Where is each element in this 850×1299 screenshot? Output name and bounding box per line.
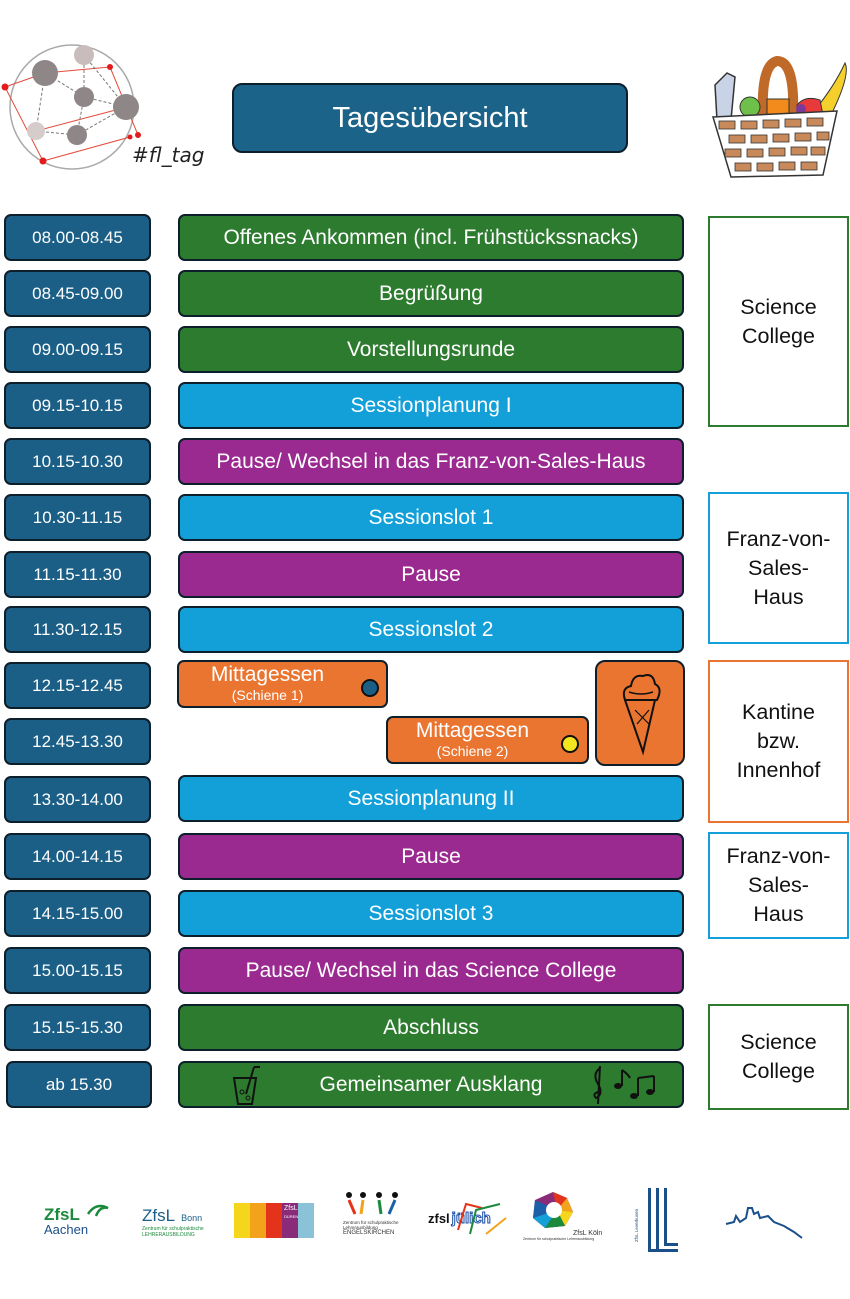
logo-leverkusen: ZfsL Leverkusen	[634, 1209, 639, 1242]
location-line: Kantine	[742, 700, 815, 724]
time-slot: 14.15-15.00	[4, 890, 151, 937]
logo-aachen: ZfsL Aachen	[44, 1206, 88, 1237]
time-slot: 09.00-09.15	[4, 326, 151, 373]
time-slot: 12.15-12.45	[4, 662, 151, 709]
location-line: Haus	[753, 902, 804, 926]
activity-break-change-2: Pause/ Wechsel in das Science College	[178, 947, 684, 994]
music-notes-icon	[593, 1065, 655, 1105]
activity-session-planning-2: Sessionplanung II	[178, 775, 684, 822]
location-line: Innenhof	[736, 758, 821, 782]
logo-name: ZfsL Köln	[573, 1230, 603, 1237]
activity-closing: Abschluss	[178, 1004, 684, 1051]
lunch-slot-2: Mittagessen (Schiene 2)	[386, 716, 589, 764]
time-slot: 13.30-14.00	[4, 776, 151, 823]
location-line: Haus	[753, 584, 804, 609]
time-slot: 14.00-14.15	[4, 833, 151, 880]
activity-introductions: Vorstellungsrunde	[178, 326, 684, 373]
logo-name: ZfsL	[284, 1205, 298, 1212]
location-franz-von-sales-haus-2: Franz-von- Sales- Haus	[708, 832, 849, 939]
location-line: Franz-von-	[726, 844, 831, 868]
logo-sub: Bonn	[181, 1213, 203, 1223]
logo-sub: DÜREN	[284, 1214, 299, 1219]
logo-engelskirchen: Zentrum für schulpraktische Lehrerausbil…	[343, 1220, 405, 1236]
time-slot: 15.00-15.15	[4, 947, 151, 994]
lunch-title: Mittagessen	[210, 663, 325, 686]
picnic-basket-icon	[712, 55, 847, 178]
lunch-slot-1: Mittagessen (Schiene 1)	[177, 660, 388, 708]
lunch-title: Mittagessen	[415, 719, 530, 742]
logo-sub: Aachen	[44, 1222, 89, 1237]
ice-cream-icon	[622, 674, 661, 756]
logo-name: ZfsL	[634, 1233, 639, 1242]
logo-tagline: Zentrum für schulpraktische LEHRERAUSBIL…	[142, 1226, 204, 1238]
logo-sub: ENGELSKIRCHEN	[343, 1230, 395, 1236]
ice-cream-box	[595, 660, 685, 766]
location-line: Science	[740, 1030, 817, 1054]
aachen-swoosh-icon	[86, 1204, 109, 1217]
logo-sub: Leverkusen	[634, 1208, 639, 1233]
time-slot: ab 15.30	[6, 1061, 152, 1108]
location-line: College	[742, 1059, 815, 1083]
track-dot-yellow	[561, 735, 579, 753]
logo-name: zfsl	[428, 1211, 450, 1226]
time-slot: 12.45-13.30	[4, 718, 151, 765]
activity-break-change: Pause/ Wechsel in das Franz-von-Sales-Ha…	[178, 438, 684, 485]
engelskirchen-figures-icon	[346, 1192, 398, 1215]
time-slot: 08.45-09.00	[4, 270, 151, 317]
lunch-subtitle: (Schiene 1)	[231, 687, 304, 703]
time-slot: 11.15-11.30	[4, 551, 151, 598]
logo-name: ZfsL	[44, 1205, 80, 1224]
activity-sessionslot-3: Sessionslot 3	[178, 890, 684, 937]
network-logo-icon	[1, 44, 141, 170]
location-franz-von-sales-haus: Franz-von- Sales- Haus	[708, 492, 849, 644]
lunch-subtitle: (Schiene 2)	[436, 743, 509, 759]
castle-outline-icon	[725, 1207, 803, 1239]
location-line: Sales-	[748, 873, 809, 897]
koeln-hexagon-icon	[533, 1192, 573, 1228]
juelich-lines-icon	[457, 1202, 507, 1235]
logo-dueren: ZfsL DÜREN	[234, 1203, 314, 1238]
time-slot: 15.15-15.30	[4, 1004, 151, 1051]
logo-name: Zentrum für schulpraktische Lehrerausbil…	[343, 1220, 399, 1230]
activity-session-planning-1: Sessionplanung I	[178, 382, 684, 429]
location-line: Franz-von-	[726, 526, 831, 551]
time-slot: 08.00-08.45	[4, 214, 151, 261]
hashtag-text: #fl_tag	[132, 143, 205, 167]
activity-sessionslot-1: Sessionslot 1	[178, 494, 684, 541]
leverkusen-bars-icon	[648, 1188, 678, 1252]
logo-sub: Zentrum für schulpraktische Lehrerausbil…	[523, 1237, 595, 1241]
logo-bonn: ZfsL Bonn Zentrum für schulpraktische LE…	[142, 1206, 212, 1238]
activity-arrival: Offenes Ankommen (incl. Frühstückssnacks…	[178, 214, 684, 261]
location-line: Sales-	[748, 555, 809, 580]
logo-koeln: ZfsL Köln Zentrum für schulpraktische Le…	[523, 1230, 613, 1241]
activity-break: Pause	[178, 833, 684, 880]
track-dot-blue	[361, 679, 379, 697]
activity-break: Pause	[178, 551, 684, 598]
location-line: bzw.	[756, 729, 800, 753]
activity-sessionslot-2: Sessionslot 2	[178, 606, 684, 653]
activity-welcome: Begrüßung	[178, 270, 684, 317]
location-line: College	[742, 323, 815, 348]
page-title: Tagesübersicht	[232, 83, 628, 153]
time-slot: 10.15-10.30	[4, 438, 151, 485]
location-line: Science	[740, 294, 817, 319]
footer-logos: ZfsL Aachen ZfsL Bonn Zentrum für schulp…	[0, 1180, 850, 1260]
time-slot: 11.30-12.15	[4, 606, 151, 653]
time-slot: 09.15-10.15	[4, 382, 151, 429]
logo-sub: jülich	[451, 1210, 491, 1228]
time-slot: 10.30-11.15	[4, 494, 151, 541]
logo-juelich: zfsl jülich	[428, 1210, 491, 1228]
location-canteen: Kantine bzw. Innenhof	[708, 660, 849, 823]
logo-name: ZfsL	[142, 1206, 176, 1225]
drink-icon	[232, 1066, 260, 1105]
